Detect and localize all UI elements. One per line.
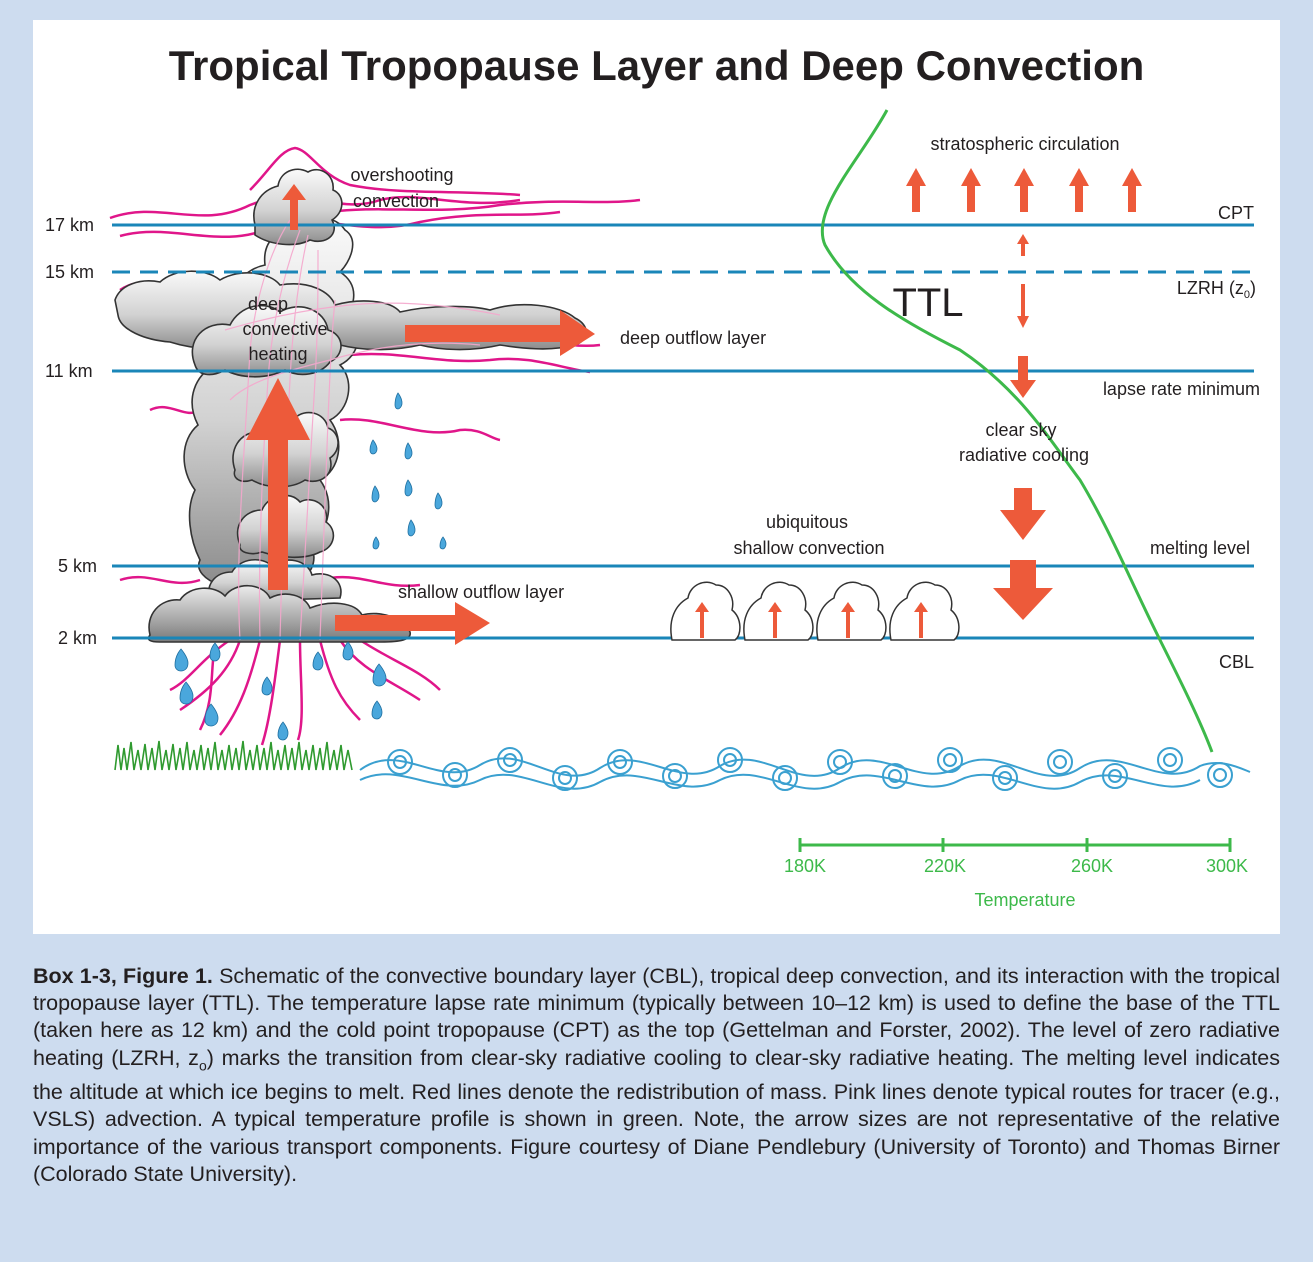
clear-sky-label-2: radiative cooling [959, 445, 1089, 465]
mass-arrows [246, 168, 1142, 645]
temperature-axis [798, 838, 1232, 852]
temperature-axis-labels: 180K 220K 260K 300K Temperature [784, 856, 1248, 910]
rain-drops [174, 392, 447, 741]
level-names: CPT LZRH (z0) lapse rate minimum melting… [1103, 203, 1260, 672]
tick-260k: 260K [1071, 856, 1113, 876]
deep-convective-cloud [114, 168, 588, 643]
deep-heating-label-1: deep [248, 294, 288, 314]
cooling-arrow-2 [993, 560, 1053, 620]
deep-outflow-arrow [405, 310, 595, 356]
altitude-label-5km: 5 km [58, 556, 97, 576]
overshooting-label-2: convection [353, 191, 439, 211]
tick-220k: 220K [924, 856, 966, 876]
annotations: overshooting convection deep convective … [242, 134, 1119, 602]
diagram-title: Tropical Tropopause Layer and Deep Conve… [168, 42, 1145, 89]
ubiquitous-label-2: shallow convection [733, 538, 884, 558]
big-updraft-arrow [246, 378, 310, 590]
melting-level-label: melting level [1150, 538, 1250, 558]
diagram-svg: 17 km 15 km 11 km 5 km 2 km CPT LZRH (z0… [45, 109, 1260, 910]
overshooting-label-1: overshooting [350, 165, 453, 185]
altitude-label-15km: 15 km [45, 262, 94, 282]
clear-sky-label-1: clear sky [985, 420, 1056, 440]
temperature-profile-curve [820, 109, 1214, 753]
lzrh-label: LZRH (z0) [1177, 278, 1256, 301]
altitude-labels: 17 km 15 km 11 km 5 km 2 km [45, 215, 97, 648]
caption-text-1: Schematic of the convective boundary lay… [33, 964, 1280, 1070]
deep-heating-label-2: convective [242, 319, 327, 339]
tick-180k: 180K [784, 856, 826, 876]
cooling-arrow-1 [1000, 488, 1046, 540]
ubiquitous-label-1: ubiquitous [766, 512, 848, 532]
caption-bold: Box 1-3, Figure 1. [33, 964, 213, 988]
caption-text-2: ) marks the transition from clear-sky ra… [33, 1045, 1280, 1186]
temperature-axis-title: Temperature [974, 890, 1075, 910]
stratospheric-circulation-label: stratospheric circulation [930, 134, 1119, 154]
shallow-outflow-arrow [335, 602, 490, 645]
altitude-label-2km: 2 km [58, 628, 97, 648]
deep-heating-label-3: heating [248, 344, 307, 364]
tick-300k: 300K [1206, 856, 1248, 876]
deep-outflow-label: deep outflow layer [620, 328, 766, 348]
altitude-label-17km: 17 km [45, 215, 94, 235]
altitude-levels [112, 223, 1254, 640]
shallow-outflow-label: shallow outflow layer [398, 582, 564, 602]
cpt-label: CPT [1218, 203, 1254, 223]
shallow-clouds [670, 581, 960, 641]
altitude-label-11km: 11 km [45, 361, 93, 381]
ocean-waves [359, 747, 1251, 791]
grass [114, 740, 353, 771]
caption-subscript: o [198, 1056, 207, 1073]
cbl-label: CBL [1219, 652, 1254, 672]
ttl-label: TTL [892, 281, 963, 325]
overshooting-arrow [282, 184, 306, 230]
figure-caption: Box 1-3, Figure 1. Schematic of the conv… [33, 963, 1280, 1188]
lapse-rate-label: lapse rate minimum [1103, 379, 1260, 399]
